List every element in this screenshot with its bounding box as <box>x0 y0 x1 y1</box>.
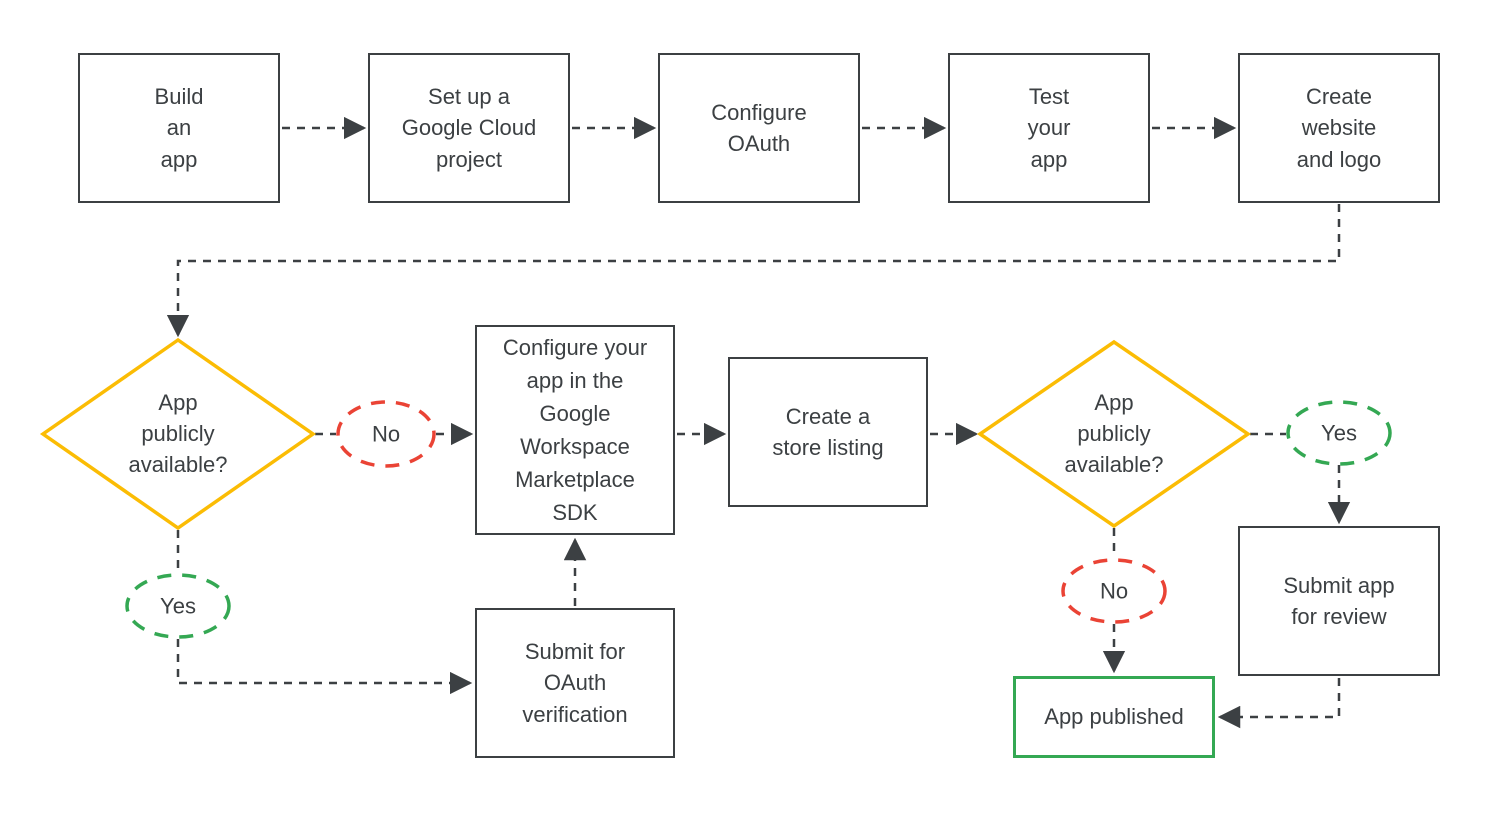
step-submit-app-for-review: Submit app for review <box>1238 526 1440 676</box>
step-configure-oauth: Configure OAuth <box>658 53 860 203</box>
step-setup-google-cloud-project: Set up a Google Cloud project <box>368 53 570 203</box>
connector-yes-to-oauth-verification <box>176 639 473 695</box>
step-create-website-and-logo: Create website and logo <box>1238 53 1440 203</box>
connector-website-to-decision1 <box>166 204 1341 338</box>
step-create-store-listing: Create a store listing <box>728 357 928 507</box>
badge-yes-right <box>1286 400 1392 466</box>
step-test-your-app: Test your app <box>948 53 1150 203</box>
badge-yes-left <box>125 573 231 639</box>
decision-app-publicly-available-left <box>39 337 317 531</box>
badge-no-left <box>336 400 436 468</box>
step-build-app: Build an app <box>78 53 280 203</box>
step-submit-for-oauth-verification: Submit for OAuth verification <box>475 608 675 758</box>
connector-review-to-published <box>1217 678 1341 729</box>
decision-app-publicly-available-right <box>976 339 1252 529</box>
badge-no-right <box>1061 558 1167 624</box>
step-app-published: App published <box>1013 676 1215 758</box>
step-configure-marketplace-sdk: Configure your app in the Google Workspa… <box>475 325 675 535</box>
